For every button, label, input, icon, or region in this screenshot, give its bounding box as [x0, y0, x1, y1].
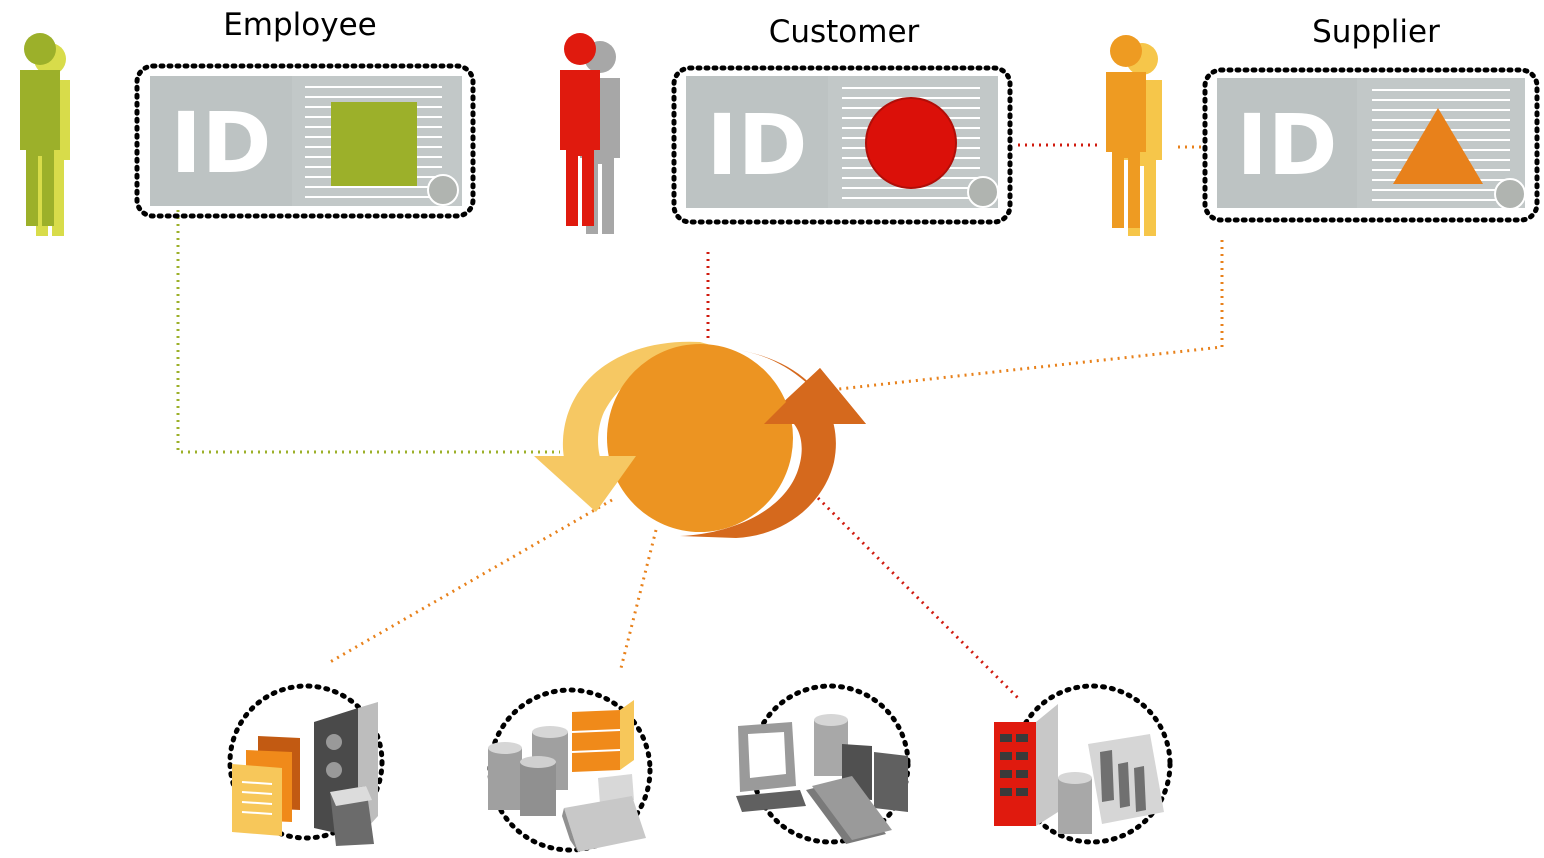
connector-system-1 [329, 498, 613, 664]
customer-id-text: ID [707, 96, 808, 194]
connectors [176, 143, 1224, 700]
circle-shape-icon [865, 97, 957, 189]
square-shape-icon [331, 102, 417, 186]
supplier-id-card: ID [1202, 67, 1540, 223]
card-dot-icon [1494, 178, 1526, 210]
connector-employee [176, 210, 560, 454]
employee-id-text: ID [171, 94, 272, 192]
rack-servers-icon [994, 683, 1173, 845]
triangle-shape-icon [1393, 108, 1483, 184]
workstation-files-icon [736, 683, 911, 845]
database-cluster-icon [487, 687, 653, 853]
documents-server-icon [227, 683, 385, 846]
customer-label: Customer [769, 14, 920, 50]
supplier-id-text: ID [1237, 96, 1338, 194]
customer-person-icon [560, 33, 620, 234]
connector-system-2 [618, 529, 658, 673]
connector-system-4 [816, 496, 1020, 700]
supplier-label: Supplier [1312, 14, 1440, 50]
employee-id-card: ID [134, 63, 476, 219]
connector-supplier [829, 240, 1224, 392]
employee-label: Employee [223, 7, 377, 43]
supplier-person-icon [1106, 35, 1162, 236]
employee-person-icon [20, 33, 70, 236]
card-dot-icon [427, 174, 459, 206]
card-dot-icon [967, 176, 999, 208]
customer-id-card: ID [671, 65, 1013, 225]
sync-cycle-icon [534, 341, 866, 538]
